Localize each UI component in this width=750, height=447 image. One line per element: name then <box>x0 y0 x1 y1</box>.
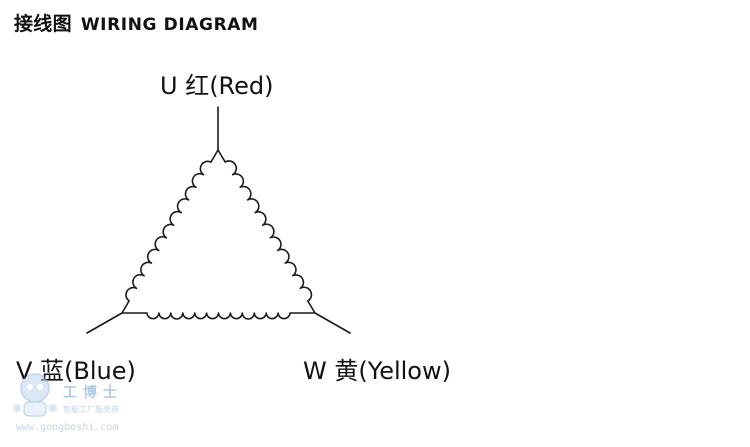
terminal-label-u: U 红(Red) <box>160 72 274 100</box>
title-english: WIRING DIAGRAM <box>80 15 259 35</box>
diagram-title: 接线图 WIRING DIAGRAM <box>14 9 259 36</box>
watermark-url: www.gongboshi.com <box>16 422 119 433</box>
coil-u-w <box>217 149 316 314</box>
lead-v <box>86 312 123 334</box>
watermark: 工博士 智能工厂服务商 www.gongboshi.com <box>8 368 168 438</box>
coil-v-u <box>121 149 219 314</box>
coil-w-v <box>121 312 316 320</box>
robot-mascot-icon <box>13 373 57 417</box>
watermark-tagline: 智能工厂服务商 <box>63 405 119 414</box>
watermark-brand: 工博士 <box>63 385 123 401</box>
title-chinese: 接线图 <box>14 13 72 35</box>
terminal-label-w: W 黄(Yellow) <box>303 357 451 385</box>
lead-w <box>314 312 351 334</box>
